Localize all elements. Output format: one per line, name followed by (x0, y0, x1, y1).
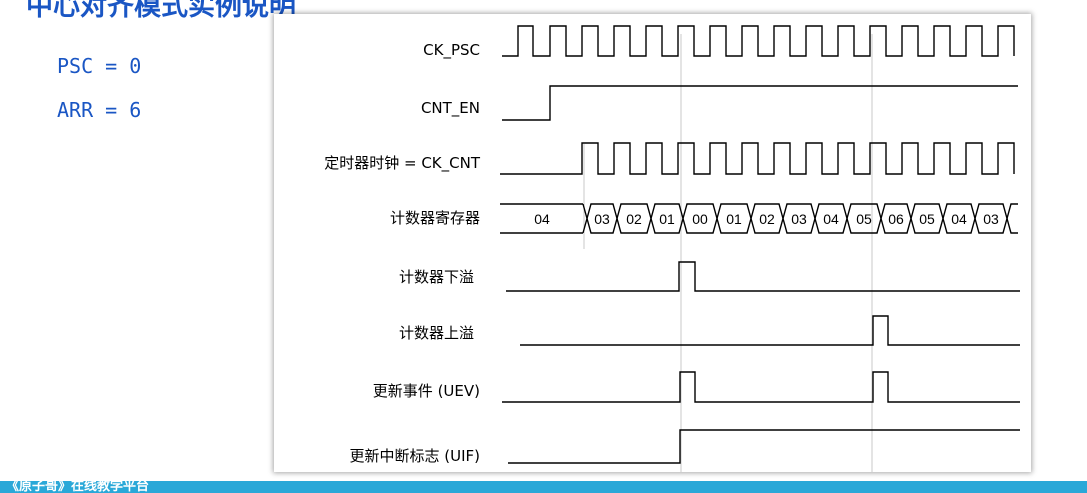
label-uev: 更新事件 (UEV) (373, 382, 480, 400)
counter-value: 03 (594, 211, 610, 227)
counter-value: 06 (888, 211, 904, 227)
counter-value: 00 (692, 211, 708, 227)
waveform-underflow (506, 261, 1020, 292)
counter-bus (500, 203, 1018, 234)
waveform-ck-psc (502, 25, 1015, 57)
counter-value: 04 (951, 211, 967, 227)
counter-value: 02 (759, 211, 775, 227)
counter-value: 04 (823, 211, 839, 227)
counter-value: 05 (919, 211, 935, 227)
counter-value: 04 (534, 211, 550, 227)
label-underflow: 计数器下溢 (399, 268, 474, 286)
waveform-uev (502, 371, 1020, 403)
counter-values: 04 03 02 01 00 01 02 03 04 05 06 05 04 03 (534, 211, 999, 227)
label-uif: 更新中断标志 (UIF) (349, 447, 480, 465)
counter-value: 05 (856, 211, 872, 227)
label-counter: 计数器寄存器 (390, 209, 480, 227)
waveform-ck-cnt (500, 142, 1015, 175)
counter-value: 01 (659, 211, 675, 227)
counter-value: 01 (726, 211, 742, 227)
counter-value: 03 (983, 211, 999, 227)
label-cnt-en: CNT_EN (421, 99, 480, 118)
label-overflow: 计数器上溢 (399, 324, 474, 342)
timing-diagram: CK_PSC CNT_EN 定时器时钟 = CK_CNT 计数器寄存器 计数器下… (274, 14, 1031, 472)
label-ck-psc: CK_PSC (423, 41, 480, 60)
footer-text: 《原子哥》在线教学平台 (6, 481, 150, 493)
psc-value: PSC = 0 (57, 54, 142, 78)
page-title: 中心对齐模式实例说明 (26, 0, 296, 22)
counter-value: 03 (791, 211, 807, 227)
waveform-cnt-en (502, 85, 1018, 121)
label-ck-cnt: 定时器时钟 = CK_CNT (324, 154, 481, 173)
counter-value: 02 (626, 211, 642, 227)
waveform-uif (508, 429, 1020, 464)
waveform-overflow (520, 315, 1020, 346)
footer-bar: 《原子哥》在线教学平台 (0, 481, 1087, 493)
arr-value: ARR = 6 (57, 98, 142, 122)
